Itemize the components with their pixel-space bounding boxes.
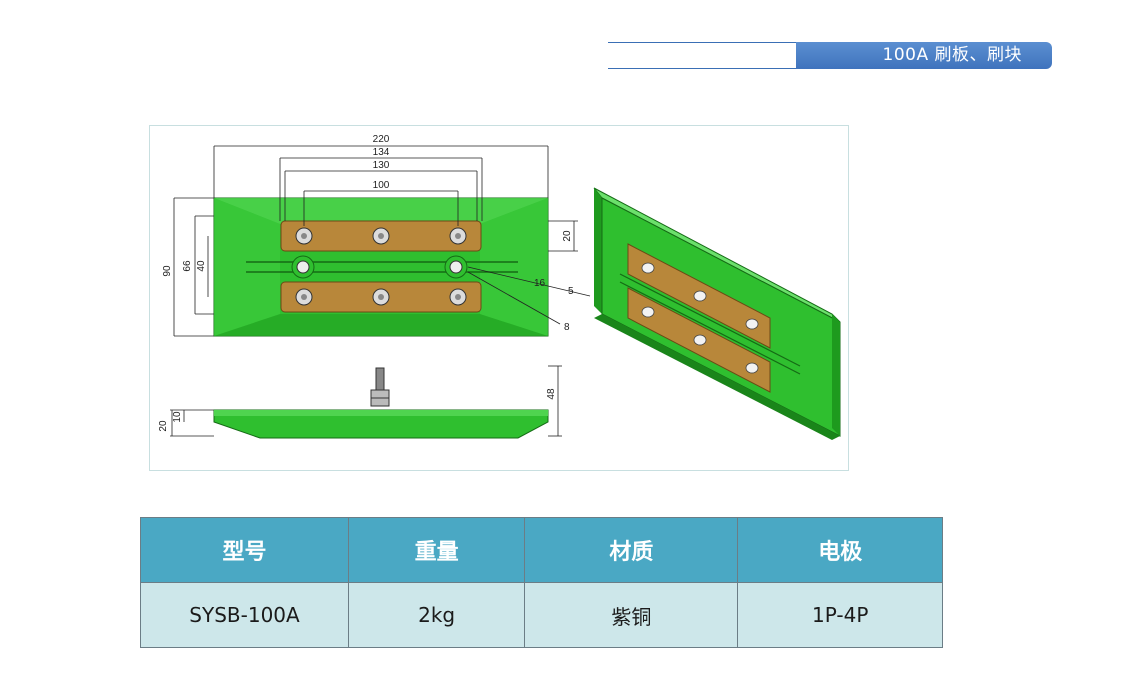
dim-10: 10 bbox=[172, 411, 183, 423]
column-header-material: 材质 bbox=[524, 517, 739, 583]
dimension-labels: 220 134 130 100 90 66 40 20 16 5 8 48 20… bbox=[158, 134, 574, 432]
header-line bbox=[608, 42, 798, 43]
dim-48: 48 bbox=[546, 388, 557, 400]
column-header-model: 型号 bbox=[139, 517, 350, 583]
dim-5: 5 bbox=[568, 286, 574, 297]
dim-100: 100 bbox=[373, 180, 390, 191]
cell-poles: 1P-4P bbox=[737, 582, 943, 648]
dim-8: 8 bbox=[564, 322, 570, 333]
technical-drawing: 220 134 130 100 90 66 40 20 16 5 8 48 20… bbox=[158, 134, 841, 440]
page-header: 100A 刷板、刷块 bbox=[608, 42, 1053, 70]
dim-side-20: 20 bbox=[158, 420, 169, 432]
top-view bbox=[213, 197, 549, 337]
table-row: SYSB-100A 2kg 紫铜 1P-4P bbox=[139, 582, 943, 648]
dim-16: 16 bbox=[534, 278, 546, 289]
cell-model: SYSB-100A bbox=[139, 582, 350, 648]
dimension-lines bbox=[170, 145, 591, 437]
column-header-weight: 重量 bbox=[348, 517, 526, 583]
table-header-row: 型号 重量 材质 电极 bbox=[139, 517, 943, 583]
dim-20: 20 bbox=[562, 230, 573, 242]
cell-weight: 2kg bbox=[348, 582, 526, 648]
column-header-poles: 电极 bbox=[737, 517, 943, 583]
dim-134: 134 bbox=[373, 147, 390, 158]
dim-220: 220 bbox=[373, 134, 390, 145]
cell-material: 紫铜 bbox=[524, 582, 739, 648]
side-view bbox=[213, 367, 549, 439]
isometric-view bbox=[593, 187, 841, 440]
dim-130: 130 bbox=[373, 160, 390, 171]
spec-table: 型号 重量 材质 电极 SYSB-100A 2kg 紫铜 1P-4P bbox=[139, 517, 943, 648]
dim-40: 40 bbox=[196, 260, 207, 272]
dim-66: 66 bbox=[182, 260, 193, 272]
technical-drawing-panel: 220 134 130 100 90 66 40 20 16 5 8 48 20… bbox=[149, 125, 849, 471]
header-title: 100A 刷板、刷块 bbox=[796, 42, 1052, 69]
header-line bbox=[608, 68, 798, 69]
dim-90: 90 bbox=[162, 265, 173, 277]
